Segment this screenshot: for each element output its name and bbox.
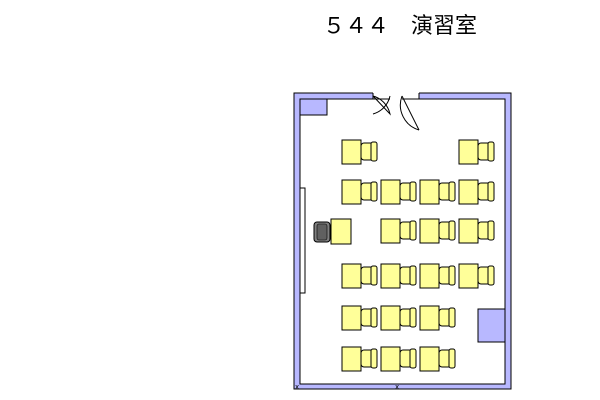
desk-chair-back xyxy=(448,348,456,369)
desk-table xyxy=(458,179,479,205)
wall-mark-center: x xyxy=(395,383,399,391)
desk-r5-c2[interactable] xyxy=(380,305,417,331)
desk-table xyxy=(419,305,440,331)
wall-mark-left: x xyxy=(295,383,299,391)
desk-r5-c3[interactable] xyxy=(419,305,456,331)
desk-chair-back xyxy=(370,265,378,286)
desk-chair-back xyxy=(487,265,495,286)
desk-r1-c1[interactable] xyxy=(341,139,378,165)
desk-r4-c1[interactable] xyxy=(341,263,378,289)
desk-r1-c4[interactable] xyxy=(458,139,495,165)
desk-r2-c1[interactable] xyxy=(341,179,378,205)
desk-r6-c2[interactable] xyxy=(380,346,417,372)
desk-table xyxy=(380,179,401,205)
desk-chair-back xyxy=(448,181,456,202)
desk-chair-back xyxy=(487,220,495,241)
desk-chair-back xyxy=(448,307,456,328)
desk-r4-c3[interactable] xyxy=(419,263,456,289)
desk-chair-back xyxy=(370,181,378,202)
desk-table xyxy=(419,263,440,289)
desk-chair-back xyxy=(448,220,456,241)
desk-r6-c1[interactable] xyxy=(341,346,378,372)
desk-chair-back xyxy=(487,141,495,162)
desk-r4-c4[interactable] xyxy=(458,263,495,289)
desk-table xyxy=(458,139,479,165)
desk-table xyxy=(380,263,401,289)
desk-chair-back xyxy=(409,348,417,369)
pillar-right xyxy=(477,308,506,343)
desk-table xyxy=(419,346,440,372)
desk-r2-c2[interactable] xyxy=(380,179,417,205)
desk-table xyxy=(341,346,362,372)
teacher-desk[interactable] xyxy=(313,218,352,245)
desk-r6-c3[interactable] xyxy=(419,346,456,372)
desk-table xyxy=(458,263,479,289)
page-title: ５４４ 演習室 xyxy=(322,14,477,39)
desk-r3-c3[interactable] xyxy=(419,218,456,244)
desk-chair-back xyxy=(448,265,456,286)
desk-r5-c1[interactable] xyxy=(341,305,378,331)
desk-table xyxy=(419,179,440,205)
desk-r3-c2[interactable] xyxy=(380,218,417,244)
whiteboard xyxy=(299,187,306,294)
desk-chair-back xyxy=(370,348,378,369)
desk-table xyxy=(419,218,440,244)
desk-table xyxy=(341,305,362,331)
desk-chair-back xyxy=(370,141,378,162)
desk-table xyxy=(341,263,362,289)
desk-chair-back xyxy=(409,220,417,241)
desk-r4-c2[interactable] xyxy=(380,263,417,289)
desk-table xyxy=(341,139,362,165)
desk-r2-c3[interactable] xyxy=(419,179,456,205)
desk-r3-c4[interactable] xyxy=(458,218,495,244)
pillar-top-left xyxy=(299,98,328,116)
desk-chair-back xyxy=(409,181,417,202)
door-opening xyxy=(373,92,419,100)
desk-r2-c4[interactable] xyxy=(458,179,495,205)
desk-table xyxy=(380,218,401,244)
desk-chair-back xyxy=(409,265,417,286)
door[interactable] xyxy=(372,93,420,131)
desk-table xyxy=(341,179,362,205)
desk-chair-back xyxy=(487,181,495,202)
teacher-table xyxy=(330,218,352,245)
desk-chair-back xyxy=(409,307,417,328)
desk-table xyxy=(380,346,401,372)
desk-chair-back xyxy=(370,307,378,328)
desk-table xyxy=(380,305,401,331)
desk-table xyxy=(458,218,479,244)
student-desks xyxy=(341,139,495,372)
